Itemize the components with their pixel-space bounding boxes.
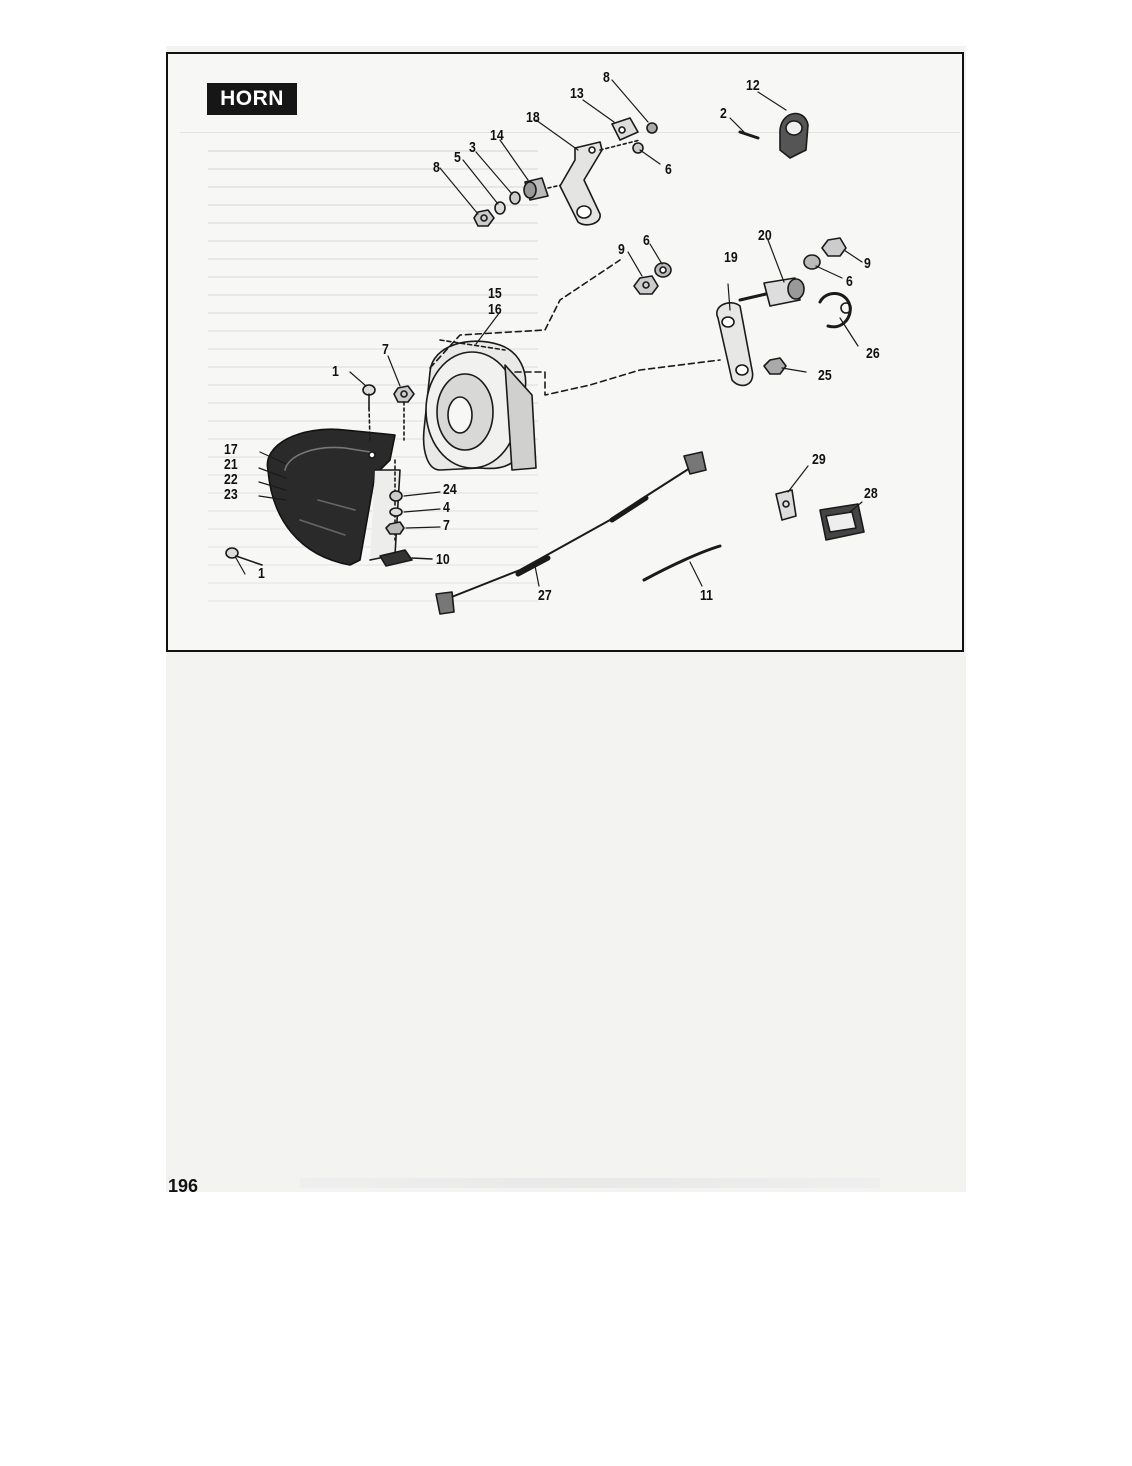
clamp-12: [738, 112, 809, 159]
callout-18: 18: [526, 109, 540, 126]
callout-28: 28: [864, 485, 878, 502]
washer-stack-24-4-7: [385, 459, 405, 541]
nut-7-top: [393, 385, 415, 441]
callout-20: 20: [758, 227, 772, 244]
callout-1-bottom: 1: [258, 565, 265, 582]
callout-3: 3: [469, 139, 476, 156]
screw-1-bottom: [225, 547, 263, 566]
callout-7-bottom: 7: [443, 517, 450, 534]
callout-5: 5: [454, 149, 461, 166]
mount-screw-assembly: [473, 177, 567, 227]
callout-21: 21: [224, 456, 238, 473]
screw-1-top: [362, 384, 376, 441]
callout-14: 14: [490, 127, 504, 144]
callout-12: 12: [746, 77, 760, 94]
horn-cable-27: [435, 451, 707, 615]
callout-13: 13: [570, 85, 584, 102]
section-title-badge: HORN: [207, 83, 297, 115]
callout-4: 4: [443, 499, 450, 516]
callout-23: 23: [224, 486, 238, 503]
callout-9-right: 9: [864, 255, 871, 272]
callout-24: 24: [443, 481, 457, 498]
callout-2: 2: [720, 105, 727, 122]
callout-15: 15: [488, 285, 502, 302]
horn-cover-bracket: [266, 428, 401, 566]
callout-6-middle: 6: [643, 232, 650, 249]
callout-7-top: 7: [382, 341, 389, 358]
callout-9-left: 9: [618, 241, 625, 258]
switch-28: [819, 503, 865, 541]
strap-13: [599, 117, 658, 154]
callout-8-top: 8: [603, 69, 610, 86]
wire-path-dashed: [514, 359, 721, 396]
horn-body: [422, 339, 537, 471]
terminal-assembly-right: [633, 237, 852, 387]
callout-19: 19: [724, 249, 738, 266]
callout-1-top: 1: [332, 363, 339, 380]
callout-10: 10: [436, 551, 450, 568]
callout-6-top: 6: [665, 161, 672, 178]
callout-26: 26: [866, 345, 880, 362]
clip-10: [379, 549, 433, 567]
callout-25: 25: [818, 367, 832, 384]
horn-mount-bracket-18: [559, 141, 603, 226]
wire-path-dashed-upper: [429, 259, 621, 369]
callout-6-right: 6: [846, 273, 853, 290]
callout-11: 11: [700, 587, 714, 604]
callout-leader-lines: [235, 79, 863, 587]
callout-22: 22: [224, 471, 238, 488]
callout-16: 16: [488, 301, 502, 318]
connector-29: [775, 489, 797, 521]
callout-8-left: 8: [433, 159, 440, 176]
callout-17: 17: [224, 441, 238, 458]
ground-wire-11: [642, 544, 722, 582]
horn-exploded-view-frame: [166, 52, 964, 652]
callout-29: 29: [812, 451, 826, 468]
callout-27: 27: [538, 587, 552, 604]
page-number: 196: [168, 1176, 199, 1196]
reverse-side-bleed-footer: [300, 1178, 880, 1188]
